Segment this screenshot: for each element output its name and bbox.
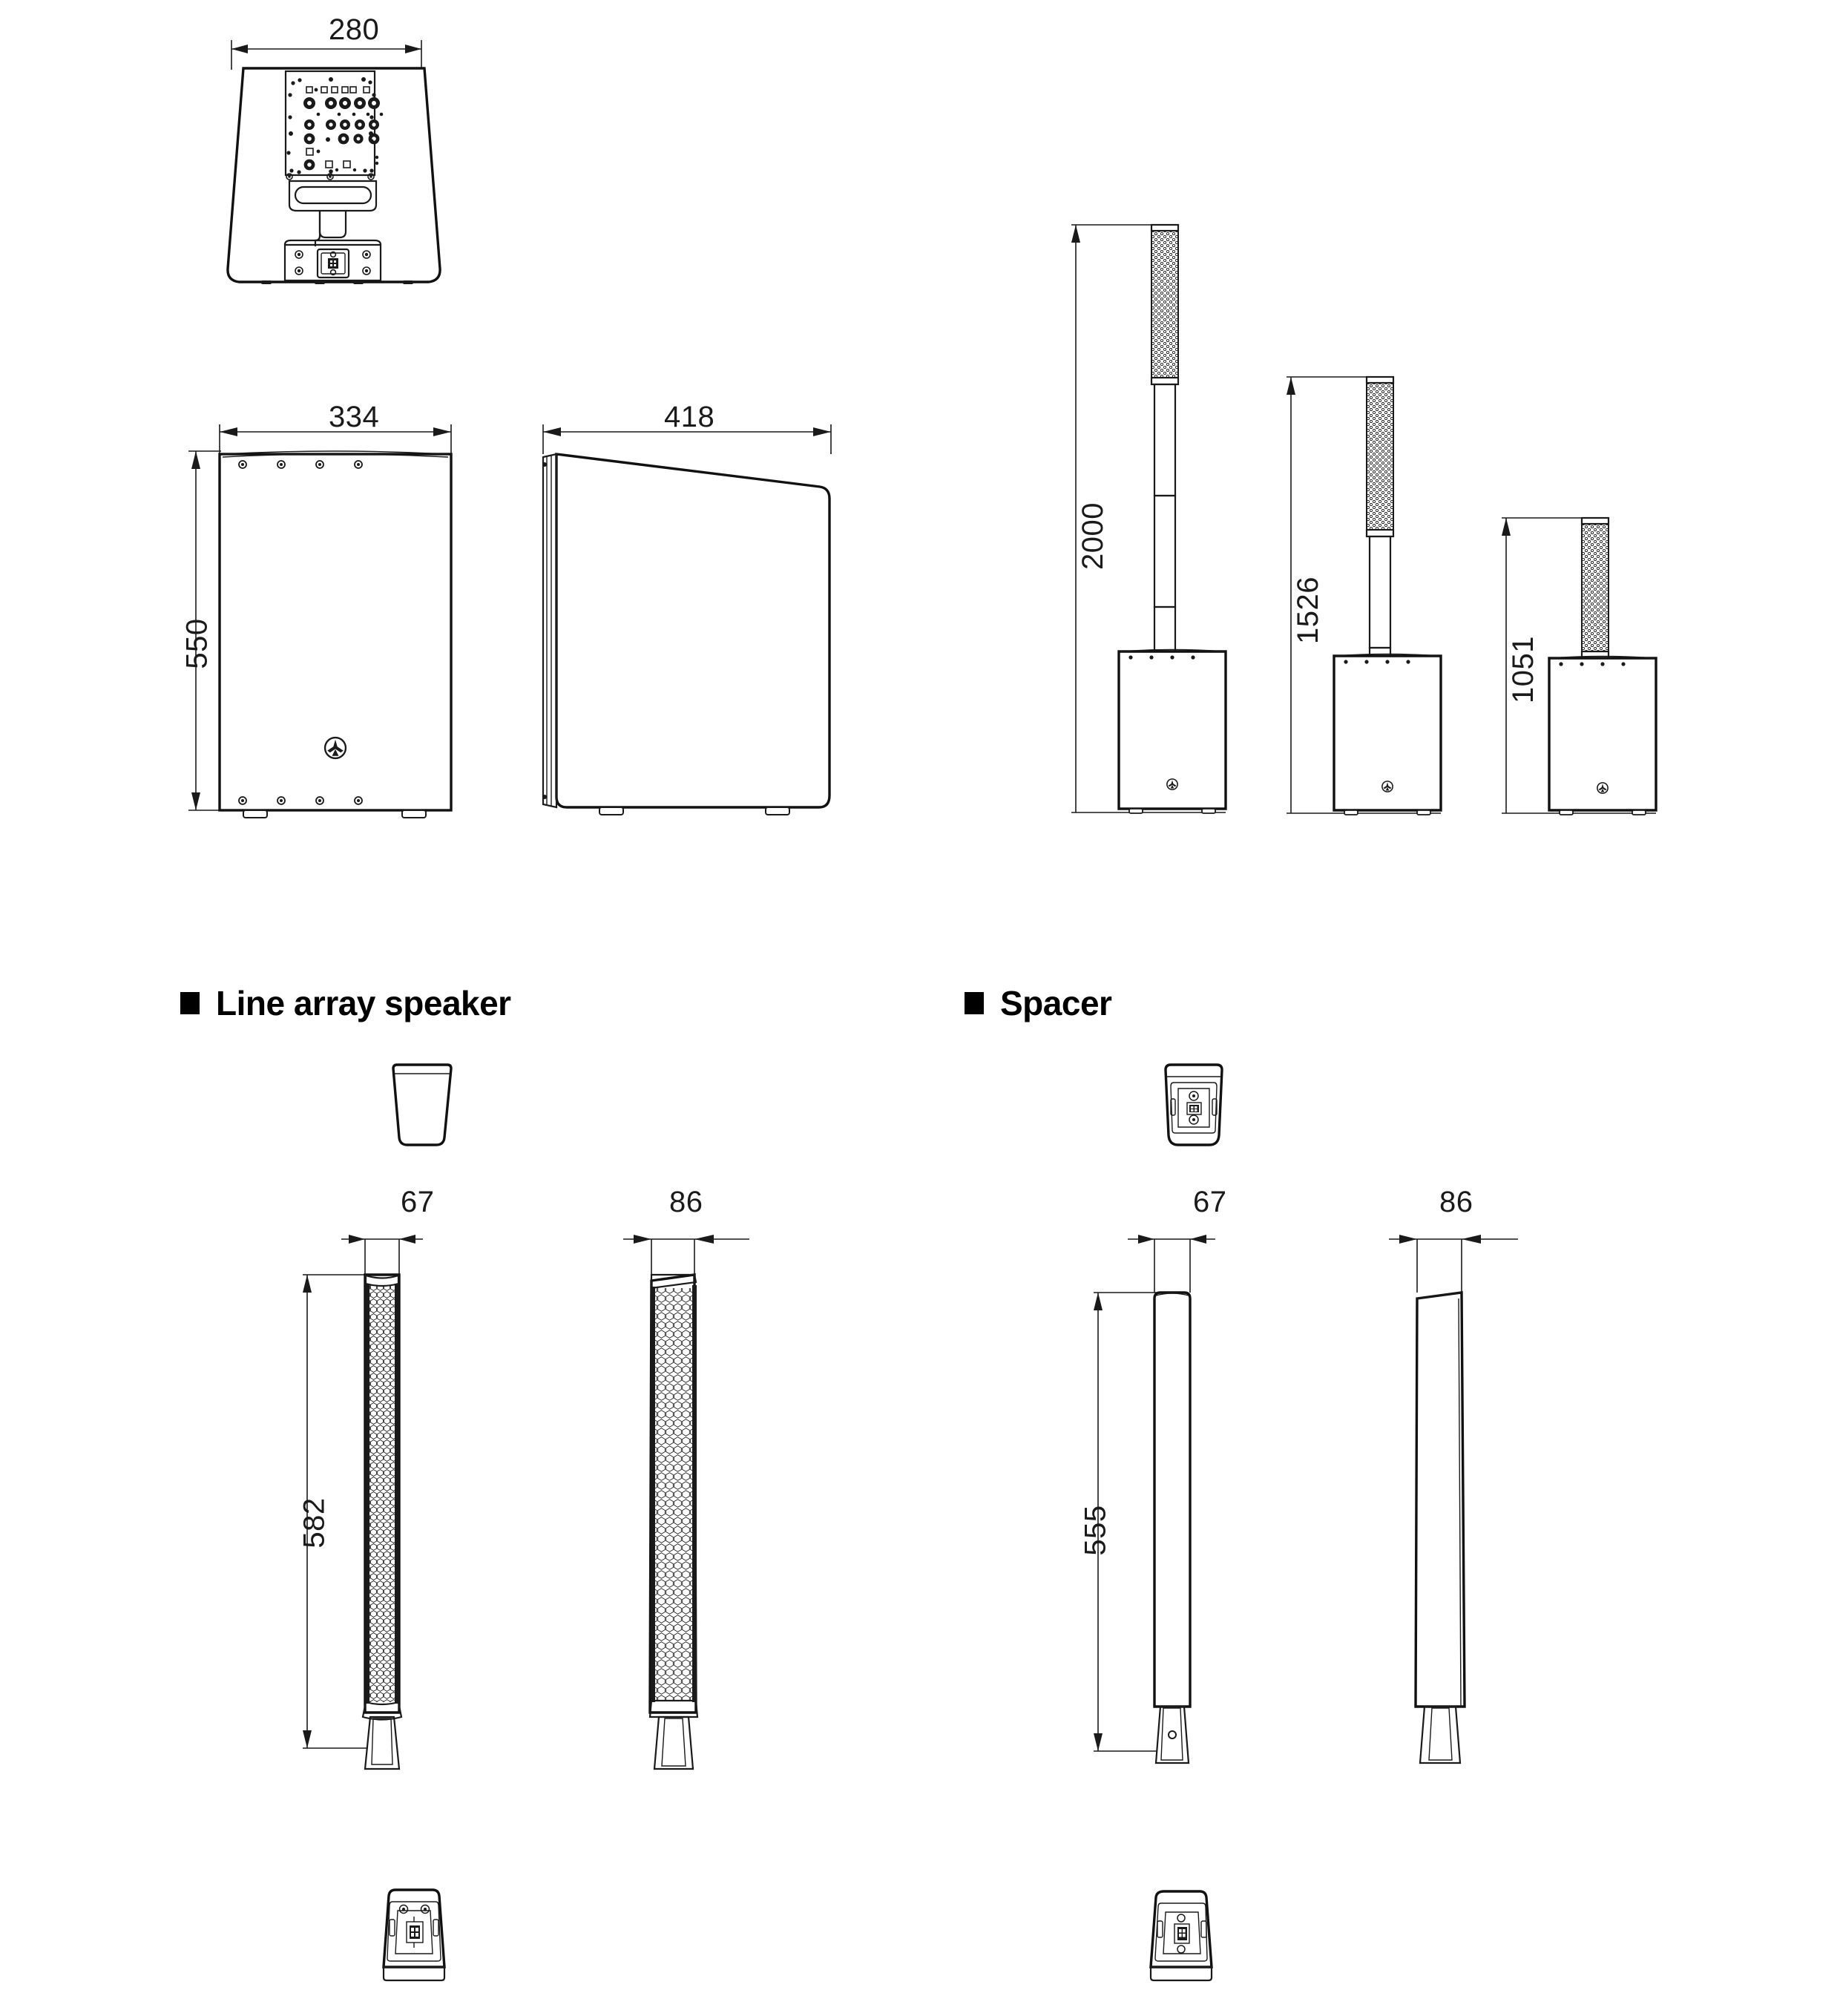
subwoofer-side-view <box>534 416 861 831</box>
dim-86-line-spacer <box>1389 1235 1518 1293</box>
grille-screws-top <box>238 460 363 469</box>
section-label-spacer: Spacer <box>1000 984 1112 1022</box>
connector-bolts <box>295 250 371 275</box>
subwoofer-top-view <box>223 30 475 378</box>
dim-1051-line <box>1502 517 1656 814</box>
section-heading-line-array-speaker: Line array speaker <box>180 983 511 1023</box>
grille-screws-bottom <box>238 796 363 805</box>
tower-configuration-1526 <box>1284 364 1476 833</box>
dim-582-line <box>303 1274 368 1749</box>
dim-86-line-las <box>623 1235 749 1275</box>
square-bullet-icon <box>180 992 200 1014</box>
dim-tower-1051: 1051 <box>1506 636 1540 703</box>
square-bullet-icon <box>965 992 984 1014</box>
spacer-top-view <box>1149 1057 1245 1161</box>
dim-tower-2000: 2000 <box>1076 502 1109 570</box>
spacer-bottom-view <box>1131 1881 1235 1992</box>
section-heading-spacer: Spacer <box>965 983 1112 1023</box>
dim-subwoofer-top-width: 280 <box>329 13 380 46</box>
dim-280-line <box>231 40 422 70</box>
line-array-top-view <box>382 1057 464 1154</box>
dim-550-line <box>188 450 221 811</box>
line-array-bottom-view <box>367 1881 464 1992</box>
dim-subwoofer-front-height: 550 <box>180 618 214 669</box>
dim-tower-1526: 1526 <box>1291 577 1324 644</box>
dim-spacer-side-width: 86 <box>1439 1186 1473 1218</box>
dim-subwoofer-side-depth: 418 <box>664 401 715 433</box>
dim-las-side-width: 86 <box>669 1186 703 1218</box>
dim-las-front-width: 67 <box>401 1186 435 1218</box>
dim-las-front-height: 582 <box>298 1497 331 1549</box>
yamaha-logo <box>323 736 347 760</box>
dim-67-line-las <box>341 1235 423 1275</box>
tower-configuration-2000 <box>1068 211 1261 831</box>
dim-spacer-front-height: 555 <box>1079 1505 1112 1556</box>
subwoofer-front-view <box>188 416 512 831</box>
tower-configuration-1051 <box>1499 505 1692 833</box>
dim-67-line-spacer <box>1128 1235 1215 1293</box>
spacer-side-view <box>1373 1187 1536 1773</box>
dim-555-line <box>1094 1292 1157 1752</box>
dim-418-line <box>542 424 832 454</box>
dim-spacer-front-width: 67 <box>1193 1186 1227 1218</box>
dim-subwoofer-front-width: 334 <box>329 401 380 433</box>
spacer-front-view <box>1083 1187 1254 1773</box>
line-array-front-view <box>297 1187 467 1773</box>
line-array-side-view <box>608 1187 772 1773</box>
dim-334-line <box>219 424 452 454</box>
amp-panel-controls <box>286 77 384 180</box>
section-label-line-array-speaker: Line array speaker <box>216 984 511 1022</box>
